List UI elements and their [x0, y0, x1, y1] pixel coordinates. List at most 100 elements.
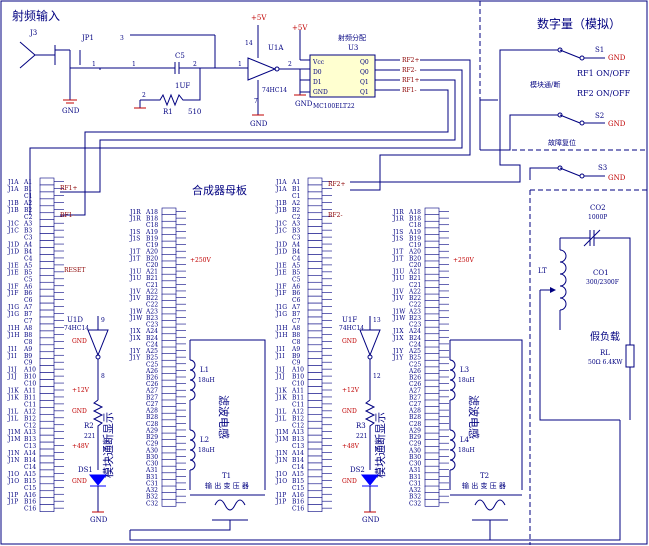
- connector-pin-box: [39, 281, 55, 290]
- connector-pin-box: [307, 316, 323, 325]
- connector-pin-label: A13: [291, 429, 304, 436]
- connector-pin-label: B31: [146, 474, 158, 481]
- connector-pin-box: [424, 326, 440, 335]
- connector-pin-label: A29: [408, 427, 421, 434]
- connector-pin-box: [161, 452, 177, 461]
- connector-pin-box: [39, 365, 55, 373]
- connector-pin-label: B16: [24, 499, 36, 506]
- connector-pin-box: [424, 472, 440, 481]
- connector-pin-box: [307, 198, 323, 207]
- svg-text:2: 2: [142, 92, 146, 99]
- connector-row-label: J1I: [7, 346, 17, 353]
- connector-pin-box: [307, 254, 323, 262]
- connector-pin-box: [39, 191, 55, 200]
- connector-pin-box: [424, 459, 440, 467]
- connector-pin-box: [424, 359, 440, 368]
- connector-pin-box: [307, 274, 323, 283]
- connector-pin-label: B20: [409, 255, 421, 262]
- u1d-part: 74HC14: [64, 325, 89, 332]
- svg-text:1: 1: [238, 61, 242, 68]
- connector-pin-label: C26: [146, 381, 158, 388]
- connector-pin-label: C14: [24, 464, 36, 471]
- connector-pin-label: A21: [145, 269, 158, 276]
- connector-pin-label: B15: [292, 478, 304, 485]
- connector-pin-box: [424, 452, 440, 461]
- connector-pin-box: [39, 205, 55, 214]
- connector-pin-box: [424, 399, 440, 408]
- connector-pin-box: [307, 448, 323, 457]
- fault-reset-label: 故障复位: [548, 138, 576, 147]
- connector-row-label: J1G: [275, 311, 287, 318]
- connector-pin-label: A19: [408, 229, 421, 236]
- module-text-left: 模块通断显示: [101, 412, 115, 478]
- connector-row-label: J1U: [129, 275, 141, 282]
- connector-row-label: J1E: [275, 269, 287, 276]
- connector-pin-box: [39, 434, 55, 443]
- rl-resistor: [625, 344, 635, 368]
- connector-pin-label: B22: [409, 295, 421, 302]
- connector-pin-box: [39, 372, 55, 380]
- connector-pin-box: [424, 432, 440, 441]
- connector-row-label: J1Y: [129, 348, 141, 355]
- switch-s3[interactable]: [557, 165, 605, 179]
- connector-row-label: J1P: [7, 492, 18, 499]
- connector-pin-label: C23: [409, 322, 421, 329]
- connector-row-label: J1W: [129, 315, 143, 322]
- connector-row-label: J1X: [129, 328, 141, 335]
- connector-pin-box: [161, 267, 177, 275]
- gnd-u3: GND: [295, 100, 313, 108]
- svg-text:2: 2: [288, 61, 292, 68]
- connector-pin-label: C24: [409, 341, 421, 348]
- connector-pin-box: [161, 287, 177, 295]
- connector-pin-label: A5: [291, 262, 300, 269]
- connector-pin-label: A1: [291, 179, 300, 186]
- connector-pin-label: B11: [24, 394, 36, 401]
- connector-row-label: J1V: [392, 288, 404, 295]
- connector-pin-box: [161, 326, 177, 335]
- connector-pin-label: B18: [146, 216, 158, 223]
- t2-core: [474, 499, 506, 511]
- l4-label: L4: [460, 436, 470, 444]
- out-xfmr-left: 输 出 变 压 器: [205, 481, 249, 490]
- connector-pin-label: C1: [292, 193, 300, 200]
- connector-j1-left-a: A1J1AB1J1AC1A2J1BB2J1BC2A3J1CB3J1CC3A4J1…: [7, 177, 64, 513]
- connector-pin-box: [39, 302, 55, 311]
- connector-row-label: J1B: [7, 200, 19, 207]
- svg-text:D0: D0: [313, 69, 322, 76]
- connector-pin-label: A6: [291, 283, 300, 290]
- connector-pin-box: [307, 177, 323, 186]
- connector-pin-box: [307, 309, 323, 318]
- connector-pin-box: [307, 462, 323, 471]
- connector-pin-label: C10: [24, 381, 36, 388]
- connector-pin-label: A23: [145, 308, 158, 315]
- connector-row-label: J1N: [275, 450, 287, 457]
- connector-pin-box: [424, 465, 440, 474]
- r3-value: 221: [356, 433, 367, 440]
- switch-s2[interactable]: [557, 112, 605, 126]
- connector-pin-box: [307, 504, 323, 512]
- connector-pin-label: B30: [409, 454, 421, 461]
- connector-pin-label: B12: [292, 415, 304, 422]
- connector-pin-label: C24: [146, 341, 158, 348]
- connector-pin-box: [307, 337, 323, 346]
- l2-inductor: [189, 429, 196, 471]
- connector-pin-label: B9: [292, 353, 300, 360]
- output-bus: [129, 420, 621, 541]
- connector-pin-label: A16: [23, 492, 36, 499]
- connector-pin-label: B11: [292, 394, 304, 401]
- connector-row-label: J1Y: [392, 355, 404, 362]
- connector-pin-label: B8: [292, 332, 300, 339]
- connector-pin-box: [161, 306, 177, 315]
- connector-pin-label: A7: [291, 304, 300, 311]
- connector-pin-box: [161, 207, 177, 216]
- rf-connector-symbol: [19, 41, 36, 69]
- connector-pin-label: A21: [408, 269, 421, 276]
- connector-row-label: J1G: [7, 304, 19, 311]
- connector-pin-label: C25: [146, 361, 158, 368]
- net-reset: RESET: [64, 267, 85, 274]
- connector-row-label: J1L: [275, 408, 286, 415]
- net-label: GND: [72, 338, 87, 345]
- svg-text:14: 14: [245, 40, 253, 47]
- connector-pin-box: [39, 274, 55, 283]
